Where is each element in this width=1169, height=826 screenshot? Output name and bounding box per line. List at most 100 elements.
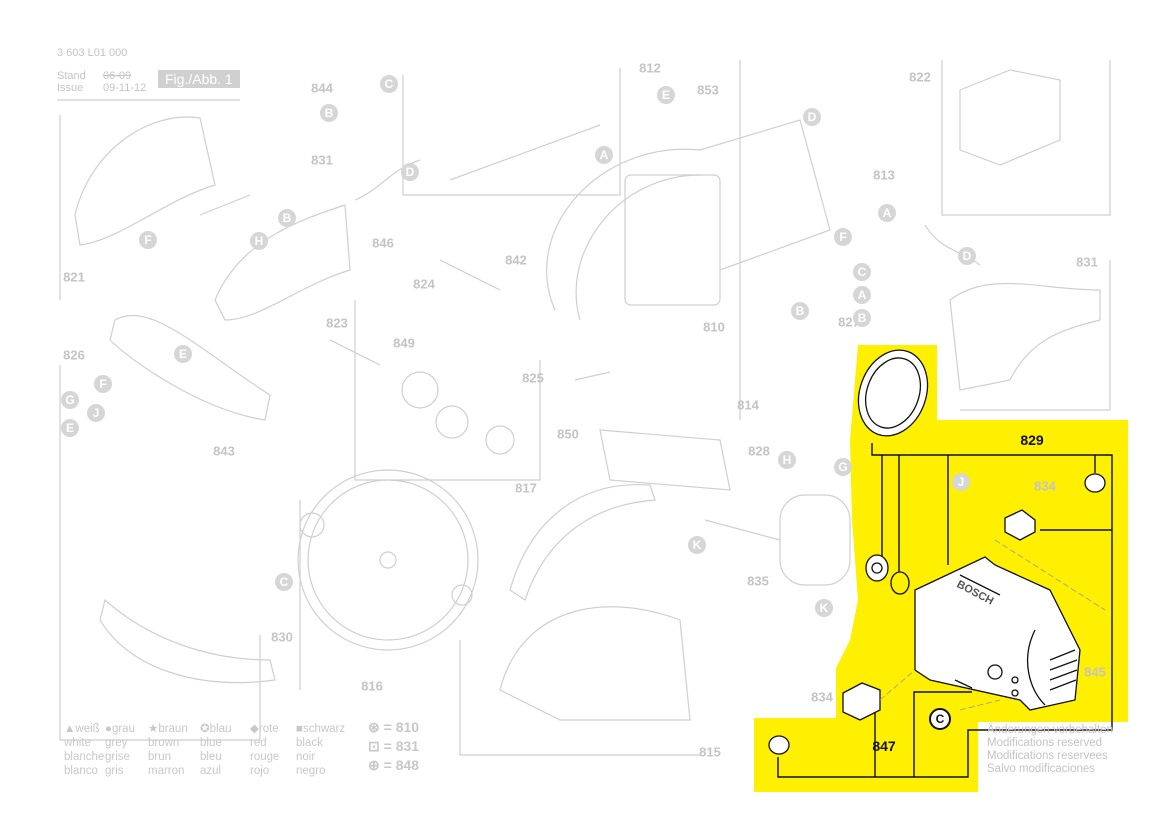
motor-housing xyxy=(914,556,1081,711)
legend-term: noir xyxy=(296,751,316,763)
legend-term: blue xyxy=(200,737,222,749)
reference-letter: D xyxy=(401,163,419,181)
note-line: Modifications reserved xyxy=(987,737,1103,749)
part-number: 826 xyxy=(63,347,85,363)
legend-term: weiß xyxy=(75,723,100,735)
reference-letter: C xyxy=(275,573,293,591)
reference-letter: K xyxy=(815,599,833,617)
brush-holder-lower xyxy=(842,682,881,721)
reference-letter: G xyxy=(834,458,852,476)
reference-letter: B xyxy=(853,309,871,327)
document-number: 3 603 L01 000 xyxy=(57,47,128,59)
part-number: 846 xyxy=(372,235,394,251)
brush-cap-upper xyxy=(1084,473,1106,493)
reference-letter-highlighted: C xyxy=(929,708,951,730)
part-number: 845 xyxy=(1084,664,1106,680)
legend-term: marron xyxy=(148,765,185,777)
part-number: 828 xyxy=(748,443,770,459)
part-number: 834 xyxy=(811,689,833,705)
part-number: 835 xyxy=(747,573,769,589)
part-number: 850 xyxy=(557,426,579,442)
part-number: 821 xyxy=(63,269,85,285)
part-number: 853 xyxy=(697,82,719,98)
reference-letter: C xyxy=(380,75,398,93)
legend-term: blanco xyxy=(64,765,98,777)
highlighted-parts xyxy=(768,349,1106,755)
reference-letter: B xyxy=(791,302,809,320)
symbol-ref: = 810 xyxy=(383,719,420,735)
part-number: 830 xyxy=(271,629,293,645)
legend-symbol-refs: ⊛ = 810⊡ = 831⊕ = 848 xyxy=(368,719,420,773)
part-number-highlighted: 847 xyxy=(872,738,896,754)
reference-letter: B xyxy=(278,209,296,227)
issue-label: Issue xyxy=(57,82,84,94)
reference-letter: F xyxy=(834,228,852,246)
reference-letter: J xyxy=(87,404,105,422)
note-line: Modifications reservees xyxy=(987,750,1108,762)
part-number: 842 xyxy=(505,252,527,268)
modifications-note: Änderungen vorbehalten Modifications res… xyxy=(987,724,1113,776)
background-parts xyxy=(57,60,1111,756)
part-number: 824 xyxy=(413,276,435,292)
figure-label: Fig./Abb. 1 xyxy=(158,70,240,88)
reference-letter: H xyxy=(778,451,796,469)
leader-lines xyxy=(777,443,1113,778)
reference-letter: J xyxy=(952,473,970,491)
legend-term: brun xyxy=(148,751,172,763)
reference-letter: D xyxy=(803,108,821,126)
part-number: 814 xyxy=(737,397,759,413)
reference-letter: E xyxy=(61,419,79,437)
reference-letter: F xyxy=(139,231,157,249)
legend-term: red xyxy=(250,737,267,749)
stand-date: 06-09 xyxy=(103,70,132,82)
note-line: Änderungen vorbehalten xyxy=(987,724,1113,736)
reference-letter: E xyxy=(657,86,675,104)
part-number: 843 xyxy=(213,443,235,459)
part-number-highlighted: 829 xyxy=(1020,432,1044,448)
part-number: 823 xyxy=(326,315,348,331)
legend-term: rojo xyxy=(250,765,270,777)
reference-letter: B xyxy=(320,104,338,122)
part-number: 815 xyxy=(699,744,721,760)
part-number: 816 xyxy=(361,678,383,694)
note-line: Salvo modificaciones xyxy=(987,763,1096,775)
reference-letter: E xyxy=(174,345,192,363)
symbol-ref: = 848 xyxy=(383,757,420,773)
washer xyxy=(890,571,910,595)
legend-term: schwarz xyxy=(302,723,346,735)
legend-term: white xyxy=(64,737,91,749)
reference-letter: K xyxy=(688,536,706,554)
legend-term: rote xyxy=(258,723,279,735)
legend-term: grise xyxy=(105,751,130,763)
part-number: 849 xyxy=(393,335,415,351)
reference-letter: H xyxy=(250,232,268,250)
part-number: 831 xyxy=(1076,254,1098,270)
legend-term: bleu xyxy=(200,751,222,763)
screw xyxy=(954,679,973,689)
part-number: 844 xyxy=(311,80,333,96)
legend-term: rouge xyxy=(250,751,280,763)
issue-date: 09-11-12 xyxy=(103,82,147,94)
legend-term: blau xyxy=(209,723,232,735)
legend-term: grau xyxy=(111,723,135,735)
legend-term: negro xyxy=(296,765,326,777)
symbol-ref: = 831 xyxy=(383,738,420,754)
reference-letter: G xyxy=(61,391,79,409)
legend-term: grey xyxy=(105,737,128,749)
legend-term: brown xyxy=(148,737,180,749)
legend-term: azul xyxy=(200,765,222,777)
reference-letter: D xyxy=(958,247,976,265)
brush-cap-lower xyxy=(768,735,790,755)
legend-term: gris xyxy=(105,765,124,777)
part-number: 822 xyxy=(909,69,931,85)
reference-letter: A xyxy=(595,146,613,164)
reference-letter: F xyxy=(94,375,112,393)
